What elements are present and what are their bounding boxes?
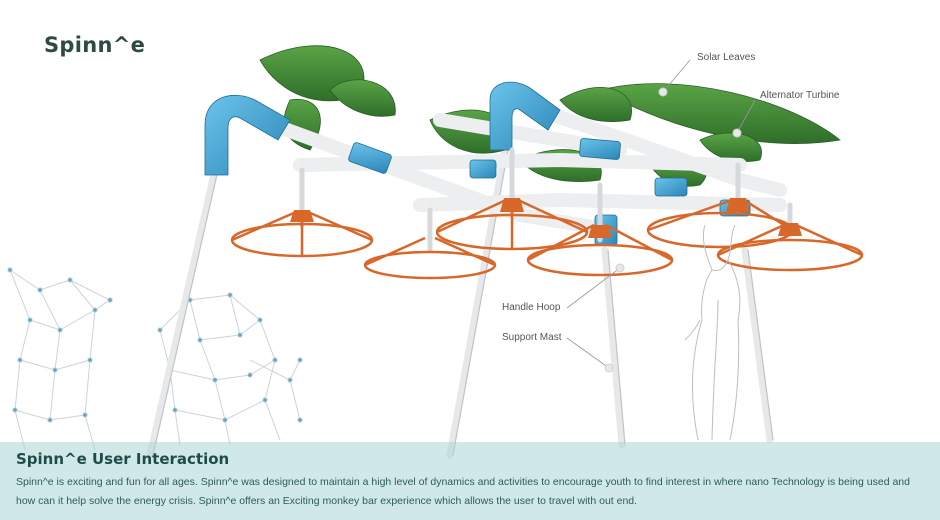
callout-alternator-turbine: Alternator Turbine — [760, 90, 840, 101]
info-panel: Spinn^e User Interaction Spinn^e is exci… — [0, 442, 940, 520]
callouts: Solar Leaves Alternator Turbine Handle H… — [502, 52, 840, 373]
brand-title: Spinn^e — [44, 33, 146, 57]
callout-support-mast: Support Mast — [502, 332, 562, 343]
human-silhouette — [684, 224, 741, 441]
handle-hoops — [230, 198, 864, 280]
callout-handle-hoop: Handle Hoop — [502, 302, 561, 313]
info-heading: Spinn^e User Interaction — [16, 450, 230, 468]
info-body: Spinn^e is exciting and fun for all ages… — [16, 476, 910, 507]
callout-solar-leaves: Solar Leaves — [697, 52, 755, 63]
solar-leaves — [259, 45, 841, 187]
